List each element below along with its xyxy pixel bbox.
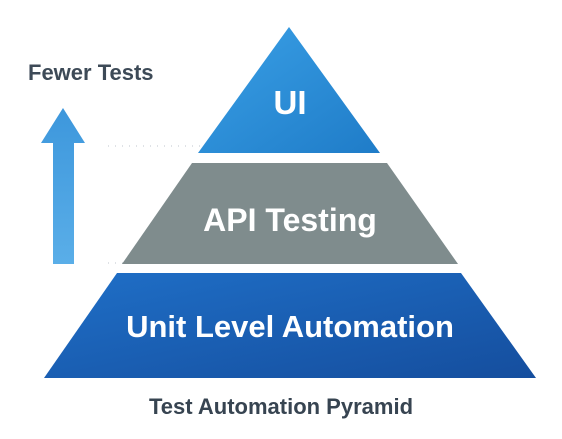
fewer-tests-label: Fewer Tests — [28, 60, 154, 85]
tier-unit-level-automation: Unit Level Automation — [44, 273, 536, 378]
tier-ui-shape — [198, 27, 380, 153]
tier-api-testing: API Testing — [122, 163, 458, 264]
tier-unit-level-automation-shape — [44, 273, 536, 378]
diagram-caption: Test Automation Pyramid — [148, 394, 414, 419]
up-arrow-icon — [41, 108, 85, 264]
tier-api-testing-label: API Testing — [203, 202, 377, 238]
tier-ui-label: UI — [274, 84, 307, 121]
tier-api-testing-shape — [122, 163, 458, 264]
tier-unit-level-automation-label: Unit Level Automation — [126, 309, 454, 344]
tier-ui: UI — [198, 27, 380, 153]
